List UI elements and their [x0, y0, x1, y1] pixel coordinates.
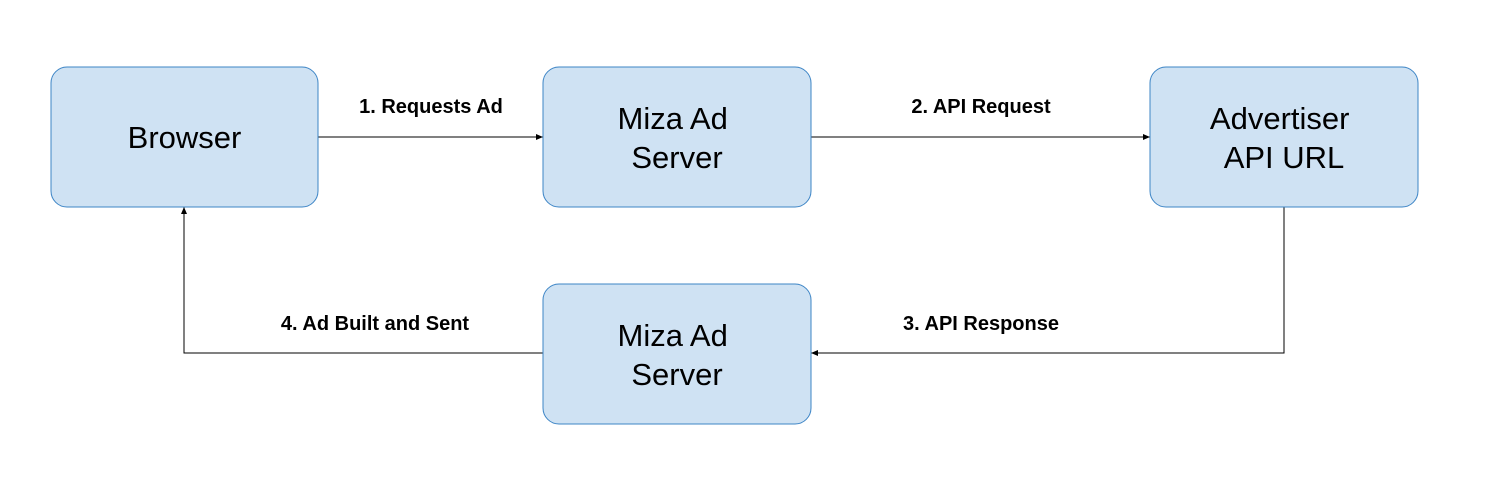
edge-api-request: 2. API Request — [811, 96, 1150, 140]
node-browser: Browser — [50, 66, 319, 208]
node-browser-box — [50, 66, 319, 208]
node-ad-server-top-line-1: Miza Ad — [618, 101, 728, 136]
node-advertiser-api-label: Advertiser API URL — [1210, 101, 1358, 175]
edge-requests-ad: 1. Requests Ad — [318, 96, 543, 140]
node-ad-server-bottom-line-1: Miza Ad — [618, 318, 728, 353]
edge-ad-built-sent-label: 4. Ad Built and Sent — [281, 313, 469, 335]
edge-api-response-label: 3. API Response — [903, 313, 1059, 335]
edge-requests-ad-label: 1. Requests Ad — [359, 96, 503, 118]
node-browser-line-1: Browser — [128, 120, 242, 155]
node-advertiser-api: Advertiser API URL — [1149, 66, 1419, 208]
edge-api-request-label: 2. API Request — [911, 96, 1051, 118]
edge-api-response: 3. API Response — [811, 207, 1285, 356]
node-ad-server-top-box — [542, 66, 812, 208]
node-ad-server-bottom-line-2: Server — [631, 357, 722, 392]
node-ad-server-top: Miza Ad Server — [542, 66, 812, 208]
node-ad-server-bottom: Miza Ad Server — [542, 283, 812, 425]
node-browser-label: Browser — [128, 120, 242, 155]
node-advertiser-api-box — [1149, 66, 1419, 208]
node-ad-server-top-line-2: Server — [631, 140, 722, 175]
edge-ad-built-sent: 4. Ad Built and Sent — [181, 207, 543, 354]
edge-api-response-line — [811, 207, 1285, 356]
node-ad-server-bottom-label: Miza Ad Server — [618, 318, 737, 392]
node-advertiser-api-line-1: Advertiser — [1210, 101, 1350, 136]
node-ad-server-bottom-box — [542, 283, 812, 425]
edge-ad-built-sent-line — [181, 207, 543, 354]
node-ad-server-top-label: Miza Ad Server — [618, 101, 737, 175]
node-advertiser-api-line-2: API URL — [1224, 140, 1345, 175]
